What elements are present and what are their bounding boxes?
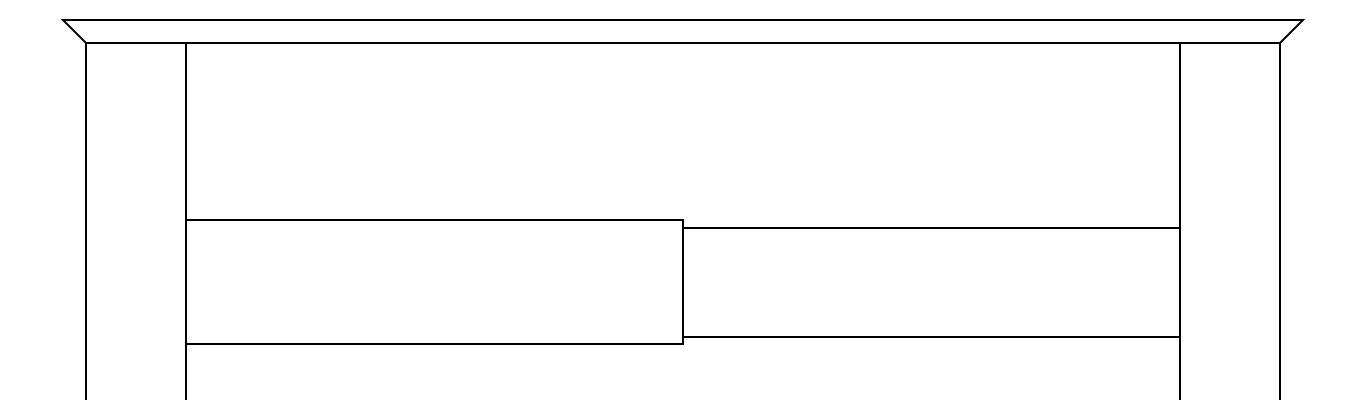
top-cap [60, 19, 1306, 44]
left-panel [185, 219, 684, 345]
